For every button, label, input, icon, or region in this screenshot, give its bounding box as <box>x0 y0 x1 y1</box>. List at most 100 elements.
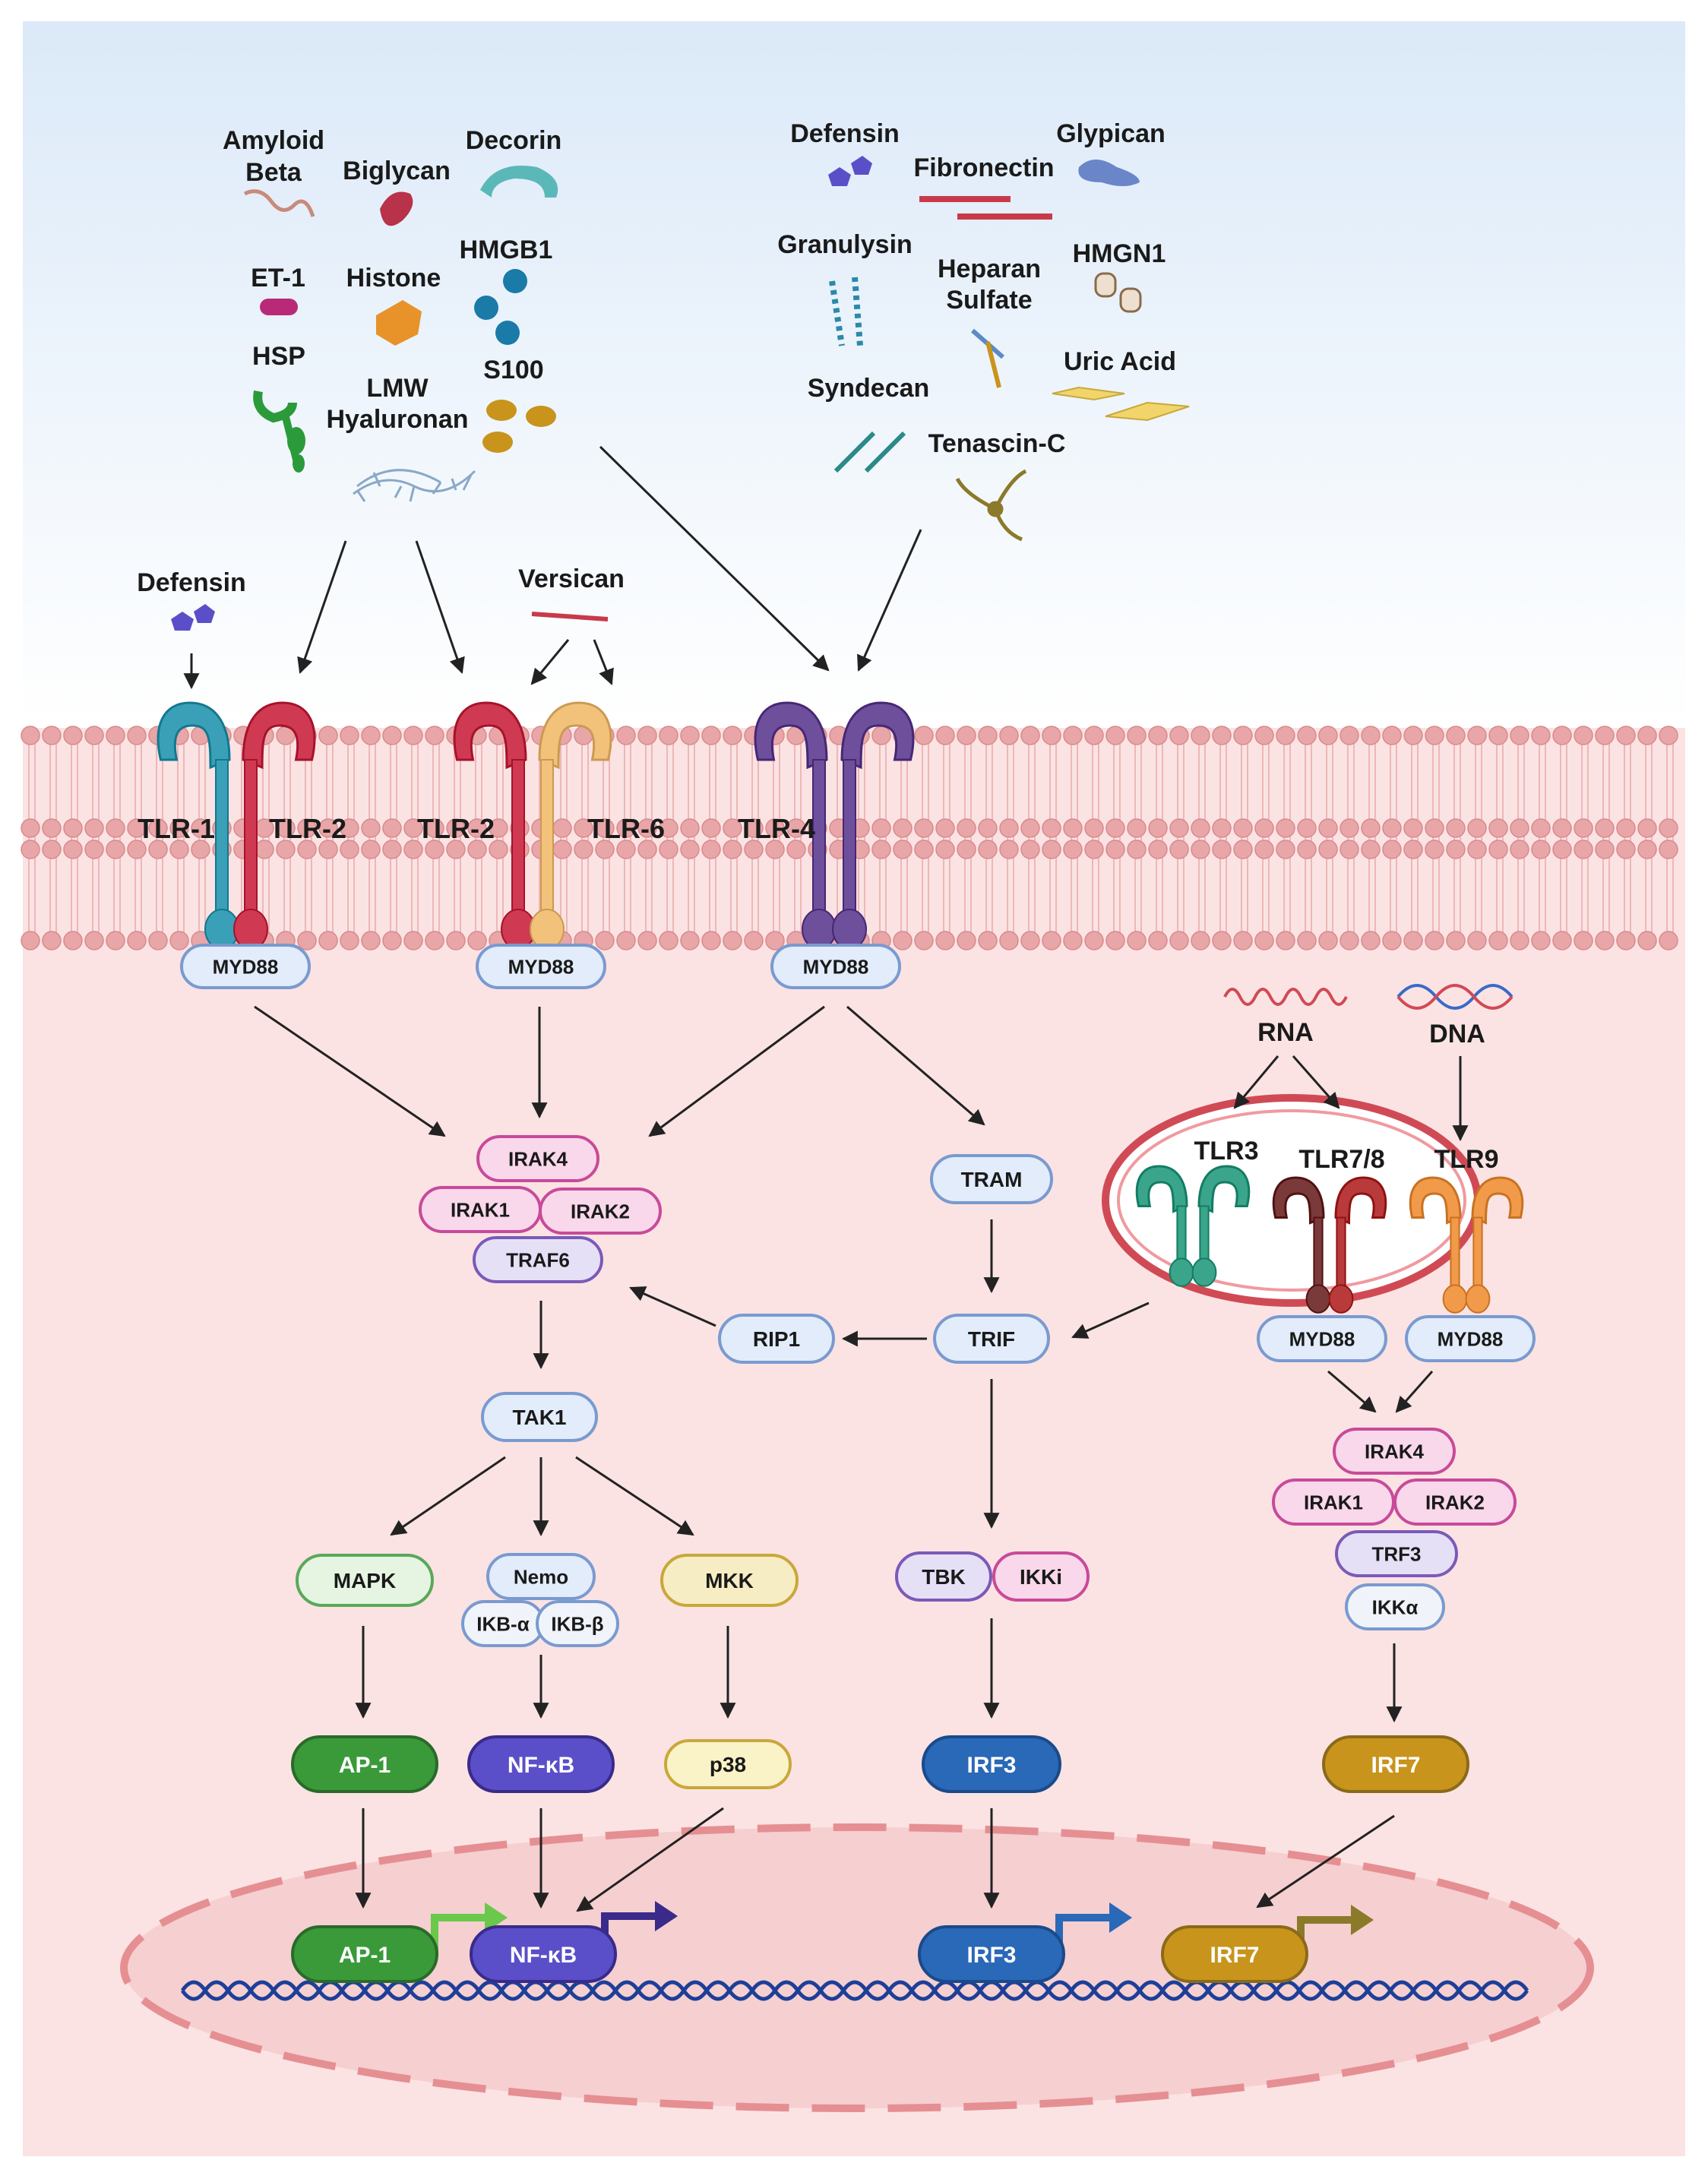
trf3-pill: TRF3 <box>1335 1530 1458 1577</box>
fibronectin-icon <box>919 196 1052 220</box>
tlr3-receptor-a <box>1135 1165 1194 1287</box>
histone-icon <box>376 300 422 346</box>
irak1-pill-right-label: IRAK1 <box>1304 1491 1363 1513</box>
label-tlr2-b: TLR-2 <box>417 813 495 844</box>
label-fibronectin: Fibronectin <box>913 153 1054 182</box>
irak2-pill-right: IRAK2 <box>1393 1478 1517 1526</box>
label-biglycan: Biglycan <box>343 157 451 185</box>
rip1-pill: RIP1 <box>718 1314 835 1364</box>
arrow-tak1-mapk <box>390 1456 506 1536</box>
label-tlr9: TLR9 <box>1434 1145 1499 1174</box>
nemo-pill: Nemo <box>486 1553 596 1600</box>
label-syndecan: Syndecan <box>808 374 930 403</box>
myd88-pill-5-label: MYD88 <box>1438 1327 1504 1350</box>
biglycan-icon <box>380 191 413 226</box>
arrow-hyaluronan-tlr2a <box>297 540 347 674</box>
arrow-hyaluronan-tlr2b <box>415 540 465 674</box>
ligand-icons-right <box>828 156 1190 542</box>
hsp-icon <box>253 390 305 473</box>
tlr4-receptor-b <box>832 701 915 950</box>
mkk-pill-label: MKK <box>705 1569 754 1592</box>
label-granulysin: Granulysin <box>777 230 913 259</box>
myd88-pill-2: MYD88 <box>476 944 606 989</box>
ap1-pill-nucleus-label: AP-1 <box>339 1943 391 1968</box>
lmw-hyaluronan-icon <box>353 469 476 502</box>
irf7-pill-nucleus: IRF7 <box>1161 1925 1308 1983</box>
nfkb-pill-nucleus: NF-κB <box>470 1925 617 1983</box>
label-sulfate: Sulfate <box>946 286 1032 315</box>
irak4-pill-right-label: IRAK4 <box>1365 1440 1425 1463</box>
ligand-icons-left <box>243 166 558 502</box>
ikki-pill-label: IKKi <box>1020 1565 1062 1589</box>
myd88-pill-2-label: MYD88 <box>508 955 574 978</box>
dna-helix-strand <box>180 1987 1529 2001</box>
mapk-pill-label: MAPK <box>334 1569 396 1592</box>
versican-icon <box>531 612 609 621</box>
nemo-pill-label: Nemo <box>514 1565 568 1588</box>
myd88-pill-3: MYD88 <box>770 944 901 989</box>
p38-pill-label: p38 <box>710 1753 746 1776</box>
ap1-pill-label: AP-1 <box>339 1753 391 1778</box>
defensin-icon-membrane <box>171 604 215 631</box>
label-uric-acid: Uric Acid <box>1064 347 1176 376</box>
irak2-pill-right-label: IRAK2 <box>1425 1491 1485 1513</box>
defensin-icon <box>828 156 872 186</box>
myd88-pill-3-label: MYD88 <box>803 955 869 978</box>
nucleus <box>120 1823 1594 2112</box>
label-hmgb1: HMGB1 <box>460 236 553 264</box>
arrow-versican-tlr2b <box>530 639 570 685</box>
irf7-pill-label: IRF7 <box>1371 1753 1420 1778</box>
tbk-pill-label: TBK <box>922 1565 966 1589</box>
rip1-pill-label: RIP1 <box>753 1327 800 1351</box>
tak1-pill-label: TAK1 <box>512 1406 566 1429</box>
myd88-pill-1: MYD88 <box>180 944 311 989</box>
nfkb-pill: NF-κB <box>467 1735 615 1793</box>
myd88-pill-5: MYD88 <box>1405 1315 1536 1362</box>
arrow-right-group-tlr4 <box>857 529 922 672</box>
p38-pill: p38 <box>664 1739 792 1789</box>
mapk-pill: MAPK <box>296 1554 434 1607</box>
hmgn1-icon <box>1094 272 1142 313</box>
et1-icon <box>260 299 298 315</box>
label-et1: ET-1 <box>251 264 305 293</box>
granulysin-icon <box>829 277 863 346</box>
tram-pill: TRAM <box>930 1154 1053 1204</box>
tlr2-receptor-b <box>453 701 536 950</box>
syndecan-icon <box>833 431 906 473</box>
tlr4-receptor-a <box>754 701 837 950</box>
tenascin-c-icon <box>955 469 1027 542</box>
arrow-rip1-traf6 <box>629 1286 716 1327</box>
label-tenascin-c: Tenascin-C <box>928 429 1066 458</box>
arrow-myd88e-irak4 <box>1395 1371 1434 1413</box>
s100-icon <box>482 400 556 453</box>
arrow-versican-tlr6 <box>593 639 614 685</box>
label-tlr2-a: TLR-2 <box>269 813 346 844</box>
tlr9-receptor-b <box>1465 1176 1524 1314</box>
arrow-myd88c-tram <box>846 1005 985 1126</box>
ikki-pill: IKKi <box>992 1551 1090 1602</box>
tak1-pill: TAK1 <box>481 1392 598 1442</box>
tlr78-receptor-b <box>1328 1176 1387 1314</box>
amyloid-beta-icon <box>243 189 315 217</box>
decorin-icon <box>480 166 558 198</box>
arrow-tlr3-trif <box>1071 1301 1150 1339</box>
label-lmw: LMW <box>366 374 429 403</box>
irf7-pill: IRF7 <box>1322 1735 1469 1793</box>
irf3-pill: IRF3 <box>922 1735 1061 1793</box>
arrow-myd88a-irak <box>254 1005 446 1137</box>
label-tlr78: TLR7/8 <box>1298 1145 1384 1174</box>
dna-helix <box>180 1980 1529 1994</box>
tlr3-receptor-b <box>1191 1165 1251 1287</box>
dna-icon <box>1396 984 1513 1010</box>
tbk-pill: TBK <box>895 1551 992 1602</box>
traf6-pill-label: TRAF6 <box>506 1248 570 1271</box>
ikbb-pill-label: IKB-β <box>551 1612 603 1635</box>
arrow-rna-tlr3 <box>1233 1055 1279 1109</box>
trif-pill: TRIF <box>933 1314 1050 1364</box>
hmgb1-icon <box>503 269 527 293</box>
arrow-tak1-mkk <box>575 1456 694 1536</box>
nfkb-pill-label: NF-κB <box>508 1753 574 1778</box>
label-tlr3: TLR3 <box>1194 1137 1259 1165</box>
